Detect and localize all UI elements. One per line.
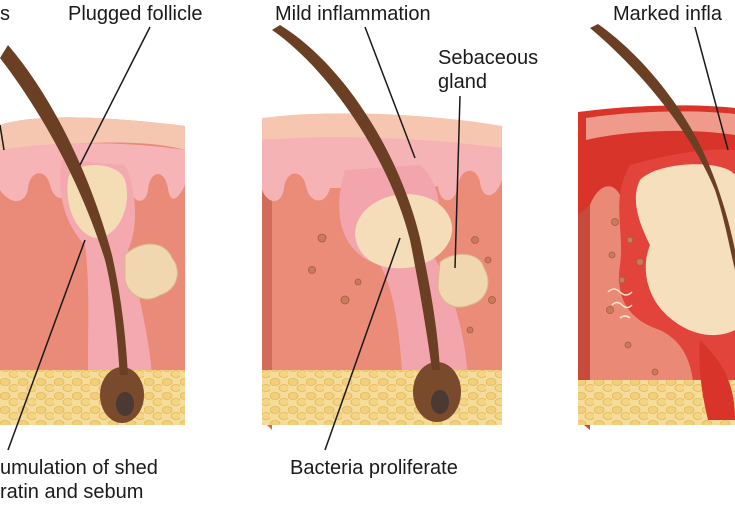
bacterial-strands [607, 288, 633, 319]
label-marked-inflammation: Marked infla [613, 3, 722, 25]
sebum-plug [355, 194, 453, 269]
leader-sebaceous-gland [454, 95, 461, 269]
label-accumulation: umulation of shed ratin and sebum [0, 456, 158, 504]
leader-marked-inflammation [694, 26, 729, 151]
bacteria-cluster [308, 233, 496, 334]
label-mild-inflammation: Mild inflammation [275, 3, 431, 25]
label-sebaceous-gland-line1: Sebaceous [438, 47, 539, 69]
panel-marked-inflammation [578, 24, 735, 430]
label-bacteria-proliferate: Bacteria proliferate [290, 457, 458, 479]
sebaceous-gland [437, 253, 489, 308]
hair-shaft [272, 25, 440, 370]
epidermis-surface [586, 111, 735, 140]
leader-bacteria [324, 237, 401, 451]
inflammation-deep [699, 340, 735, 420]
leader-top-left [0, 124, 5, 151]
epidermis-surface [262, 113, 502, 148]
leader-mild-inflammation [364, 26, 416, 159]
panel-plugged-follicle [0, 45, 185, 425]
sebaceous-gland [124, 243, 178, 300]
leader-lines [0, 26, 729, 451]
leader-plugged-follicle [79, 26, 151, 166]
panel-mild-inflammation [262, 25, 502, 430]
label-accumulation-line2: ratin and sebum [0, 481, 144, 503]
label-plugged-follicle: Plugged follicle [68, 3, 203, 25]
label-top-left-fragment: s [0, 3, 10, 25]
fat-layer [262, 370, 502, 425]
leader-accumulation [7, 239, 86, 451]
label-sebaceous-gland-line2: gland [438, 71, 487, 93]
sebum-mass [635, 164, 735, 336]
label-sebaceous-gland: Sebaceous gland [438, 46, 538, 94]
fat-layer [0, 370, 185, 425]
label-accumulation-line1: umulation of shed [0, 457, 158, 479]
